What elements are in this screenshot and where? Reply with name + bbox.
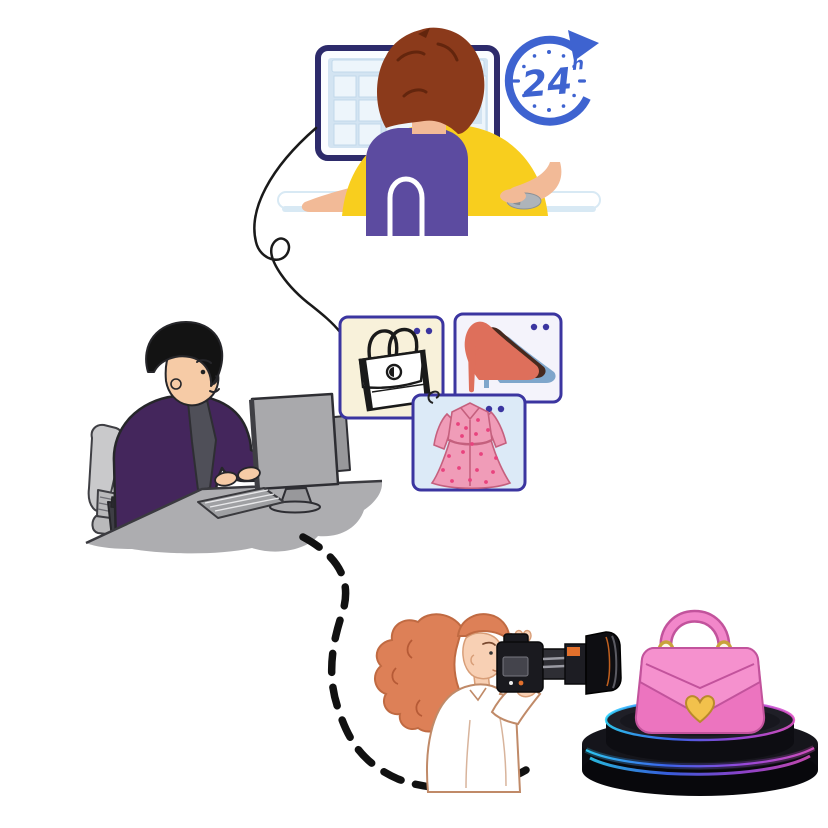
dress-card [411, 390, 527, 492]
worker-hair [145, 321, 224, 387]
camera [496, 631, 622, 695]
badge-24-unit: h [571, 54, 585, 75]
dress-illustration [430, 402, 512, 489]
product-cards [338, 312, 563, 492]
agent-right-hand [500, 189, 526, 203]
worker-right-hand [237, 466, 261, 482]
photographer-eye [489, 651, 493, 655]
worker-eye [200, 369, 206, 375]
handbag-card [338, 315, 445, 420]
clock-circular-arrow [504, 35, 591, 126]
clock-arrowhead [568, 30, 599, 61]
camera-lens-hood [585, 631, 622, 695]
support-agent-workstation [277, 27, 601, 236]
photographer-hair-top [456, 613, 511, 643]
hanger-hook [427, 390, 440, 404]
handbag-sketch [358, 327, 432, 412]
curved-line-connector [253, 126, 342, 334]
pink-handbag-on-display-podium [582, 609, 818, 796]
card-dot [530, 323, 538, 331]
agent-hair [377, 27, 485, 135]
card-dot [485, 405, 493, 413]
bag-heart-clasp [684, 695, 716, 724]
pink-handbag [634, 609, 766, 734]
photographer-with-camera [374, 613, 622, 793]
card-dot [413, 327, 421, 335]
man-working-at-computer [85, 321, 383, 554]
camera-screen [502, 656, 529, 677]
24h-clock-icon: 24 h [504, 30, 599, 126]
high-heels-card [453, 312, 563, 404]
heel-coral [464, 321, 539, 380]
card-dot [497, 405, 505, 413]
badge-24-value: 24 [520, 61, 573, 106]
worker-head [145, 321, 224, 407]
card-dot [542, 323, 550, 331]
heels-illustration [464, 321, 556, 393]
card-dot [425, 327, 433, 335]
dress-polka-dots [441, 418, 498, 484]
keyboard [197, 487, 285, 519]
photographer-face [462, 632, 504, 680]
worker-left-hand [214, 471, 238, 487]
